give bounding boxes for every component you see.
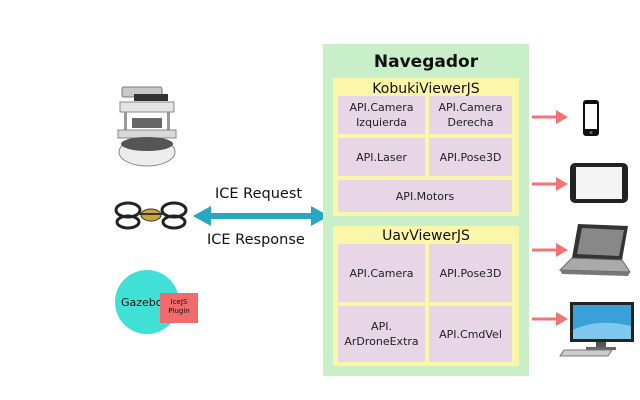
api-pose3d-kobuki: API.Pose3D xyxy=(429,138,512,176)
api-laser: API.Laser xyxy=(338,138,425,176)
api-cmdvel: API.CmdVel xyxy=(429,306,512,362)
api-camera-izquierda: API.Camera Izquierda xyxy=(338,96,425,134)
bidirectional-arrow-icon xyxy=(193,206,329,226)
turtlebot-robot-icon xyxy=(117,86,177,167)
ice-request-label: ICE Request xyxy=(215,186,303,202)
api-ardroneextra: API. ArDroneExtra xyxy=(338,306,425,362)
kobuki-viewer-title: KobukiViewerJS xyxy=(372,81,480,97)
api-motors: API.Motors xyxy=(338,180,512,212)
icejs-plugin-box: IceJS Plugin xyxy=(160,293,198,323)
api-camera-derecha: API.Camera Derecha xyxy=(429,96,512,134)
laptop-icon xyxy=(558,224,631,276)
device-arrow-icon xyxy=(532,243,568,257)
gazebo-label: Gazebo xyxy=(121,296,163,309)
device-arrow-icon xyxy=(532,312,568,326)
device-arrow-icon xyxy=(532,177,568,191)
device-arrow-icon xyxy=(532,110,568,124)
uav-viewer-title: UavViewerJS xyxy=(382,228,470,244)
api-pose3d-uav: API.Pose3D xyxy=(429,244,512,302)
ar-drone-icon xyxy=(114,201,188,230)
api-camera-uav: API.Camera xyxy=(338,244,425,302)
ice-response-label: ICE Response xyxy=(207,232,305,248)
desktop-monitor-icon xyxy=(559,302,634,357)
tablet-icon xyxy=(570,163,628,203)
navegador-title: Navegador xyxy=(373,52,479,72)
smartphone-icon xyxy=(583,100,599,136)
